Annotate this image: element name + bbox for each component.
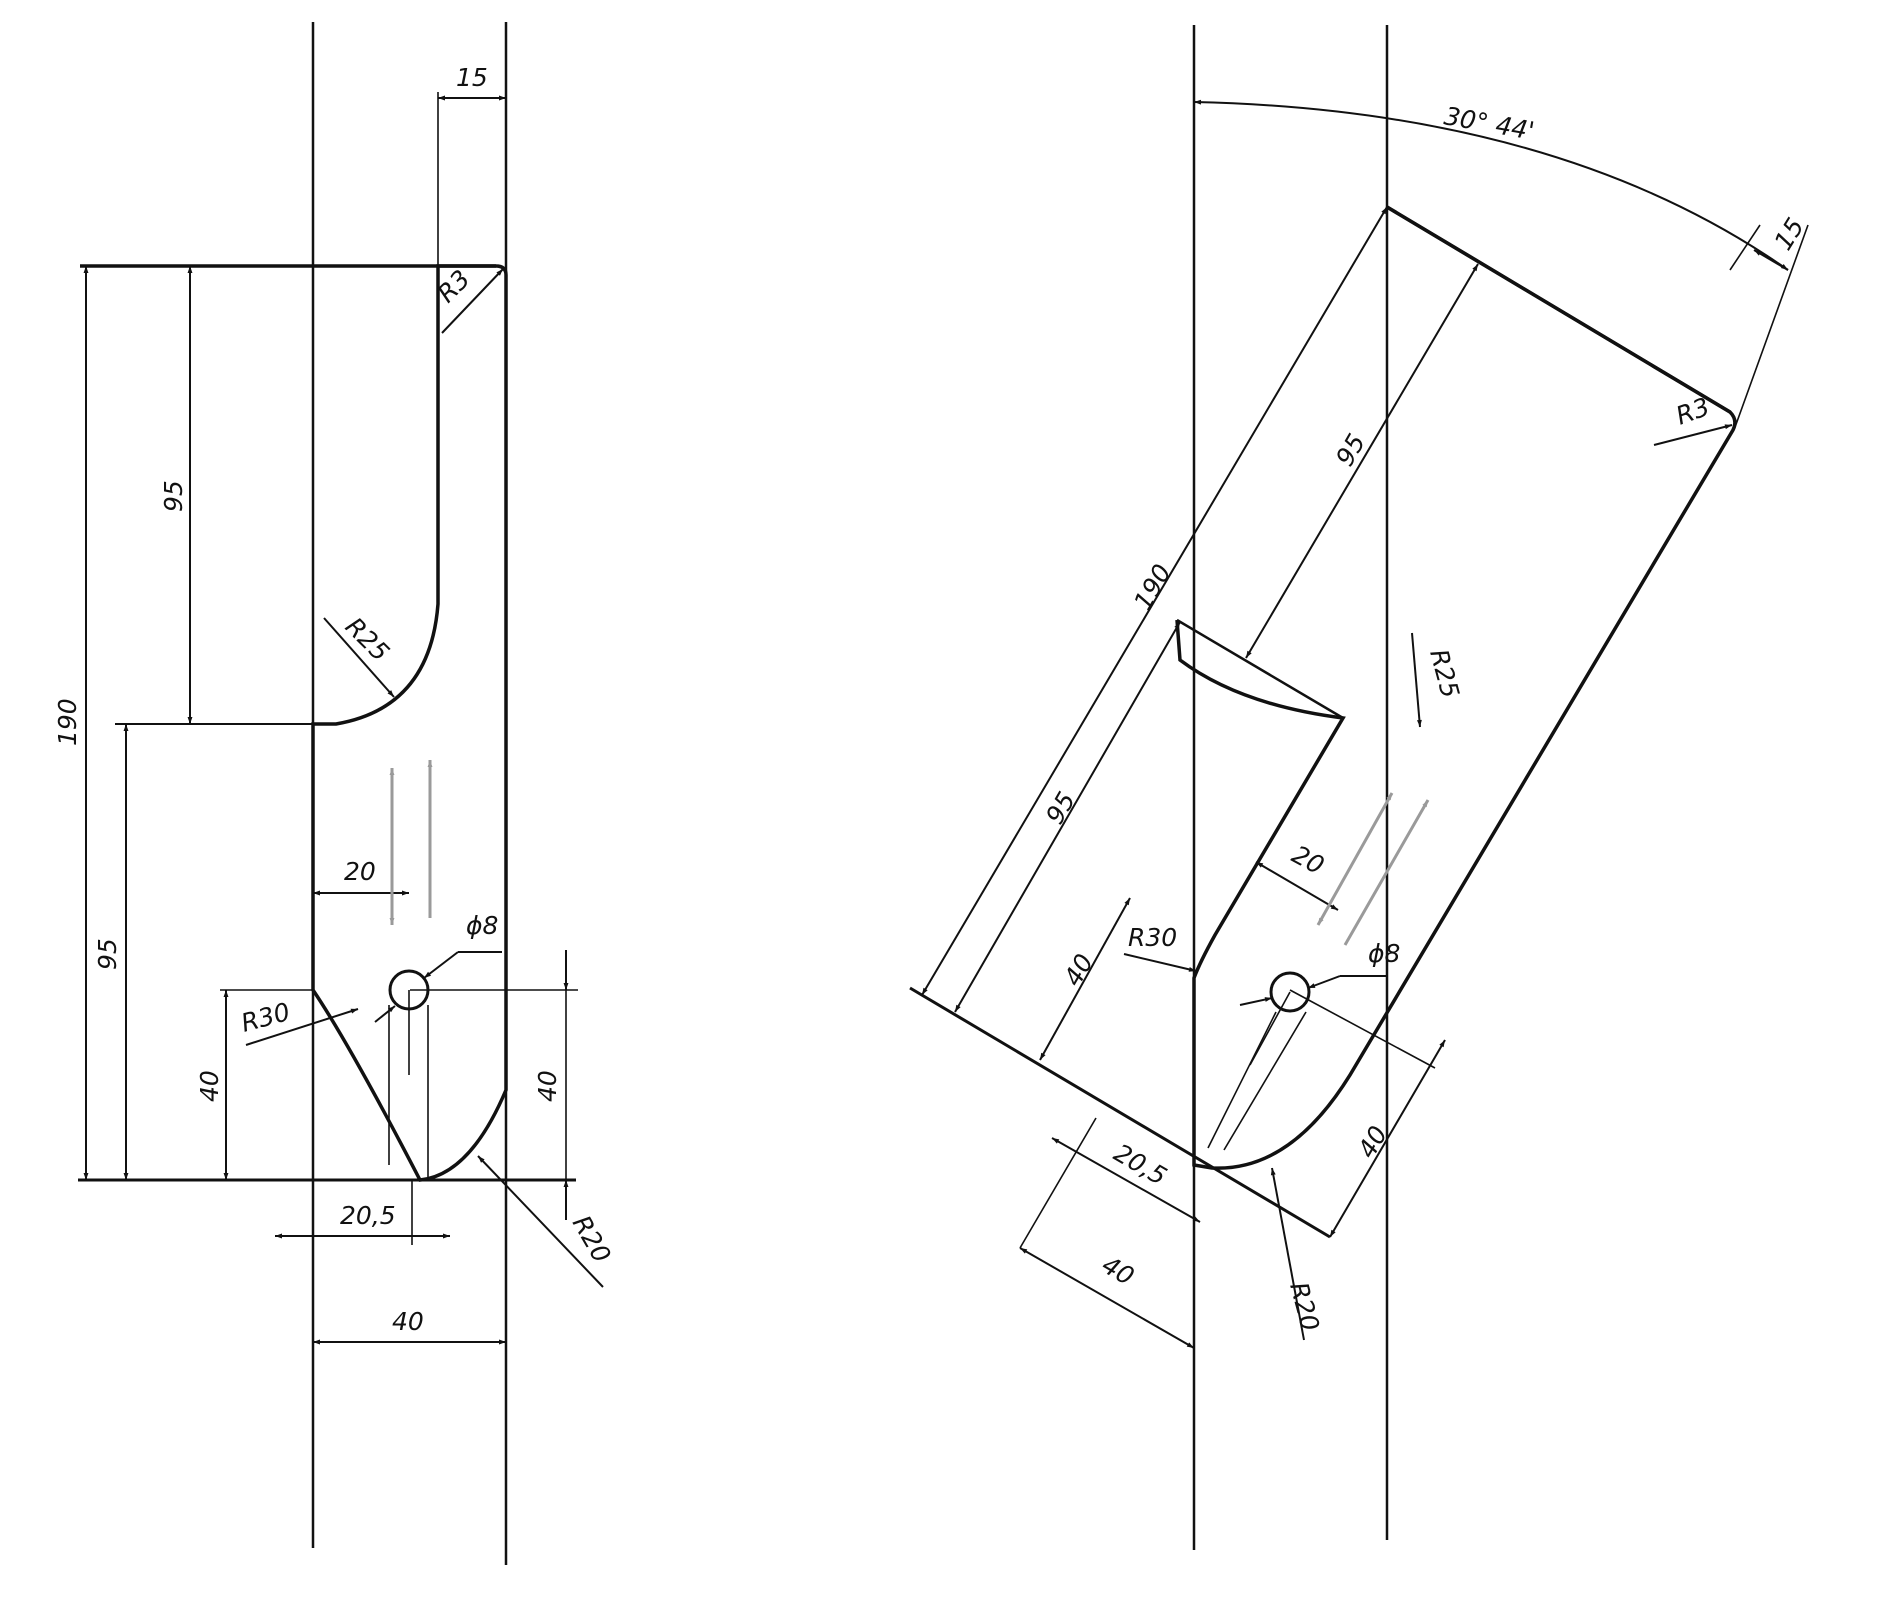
left-label-r20: R20 xyxy=(567,1211,617,1268)
right-gray-arrow-2 xyxy=(1343,799,1430,946)
right-label-diam: ϕ8 xyxy=(1368,939,1400,968)
right-label-15: 15 xyxy=(1768,213,1809,255)
right-gray-arrow-1 xyxy=(1316,792,1394,926)
left-label-190: 190 xyxy=(53,698,82,746)
left-label-20: 20 xyxy=(344,857,376,886)
right-label-r30: R30 xyxy=(1128,923,1177,952)
right-dim-40-width-line xyxy=(1019,1247,1195,1349)
right-label-r20: R20 xyxy=(1284,1279,1325,1334)
left-r3-leader xyxy=(441,268,504,334)
left-label-diam: ϕ8 xyxy=(466,911,498,940)
left-view-labels: 15 R3 95 190 R25 20 ϕ8 95 R30 40 40 20,5… xyxy=(53,63,617,1336)
right-dim-95-upper-line xyxy=(1245,263,1479,659)
right-r25-leader xyxy=(1411,632,1422,728)
right-r30-leader xyxy=(1123,953,1197,972)
right-label-40-width: 40 xyxy=(1097,1250,1139,1291)
right-label-95-lower: 95 xyxy=(1040,787,1081,829)
right-label-r25: R25 xyxy=(1424,646,1465,701)
right-label-95-upper: 95 xyxy=(1330,429,1371,471)
right-r20-leader xyxy=(1270,1167,1305,1341)
right-dim-40-width-ext-1 xyxy=(1019,1117,1097,1249)
left-r30-leader xyxy=(245,1008,359,1046)
right-dim-20-5-line xyxy=(1051,1137,1201,1223)
left-label-r25: R25 xyxy=(340,612,395,667)
left-label-95-lower: 95 xyxy=(93,938,122,970)
right-angle-arc xyxy=(1193,99,1789,271)
right-hole-ext-2 xyxy=(1223,1011,1307,1151)
right-dim-15-ext xyxy=(1733,224,1809,431)
right-dim-15-line xyxy=(1753,249,1789,271)
right-dim-40-hole-line xyxy=(1039,897,1131,1061)
right-label-20-5: 20,5 xyxy=(1109,1138,1172,1191)
left-r25-leader xyxy=(323,617,395,698)
right-view xyxy=(909,25,1809,1550)
right-r3-leader xyxy=(1653,424,1733,446)
left-diam-leader-2 xyxy=(374,1005,396,1023)
right-label-20: 20 xyxy=(1287,840,1329,881)
left-label-40-right: 40 xyxy=(533,1070,562,1102)
right-label-190: 190 xyxy=(1128,559,1177,615)
right-diam-leader xyxy=(1307,975,1341,989)
right-view-labels: 30° 44' 15 R3 95 190 R25 95 20 R30 ϕ8 40… xyxy=(1040,101,1810,1334)
right-dim-15-ext-2 xyxy=(1729,224,1761,271)
right-label-40-hole: 40 xyxy=(1058,949,1099,991)
left-part-outline xyxy=(311,264,508,1182)
left-hole-circle xyxy=(388,969,430,1011)
left-r20-leader xyxy=(477,1155,604,1288)
right-dim-40-right-line xyxy=(1329,1039,1446,1238)
right-diam-leader-2 xyxy=(1239,997,1273,1006)
left-label-95-upper: 95 xyxy=(159,480,188,512)
right-top-edge xyxy=(1386,205,1731,414)
left-diam-leader xyxy=(423,951,459,979)
right-bottom-edge xyxy=(909,986,1331,1239)
left-label-15: 15 xyxy=(456,63,488,92)
left-label-40-hole: 40 xyxy=(195,1070,224,1102)
left-label-20-5: 20,5 xyxy=(340,1201,396,1230)
right-hole-ext-1 xyxy=(1207,1011,1277,1149)
left-view xyxy=(78,22,604,1565)
right-dim-95-lower-line xyxy=(954,621,1181,1013)
right-hole-axis xyxy=(1249,991,1291,1066)
left-label-40-width: 40 xyxy=(392,1307,424,1336)
